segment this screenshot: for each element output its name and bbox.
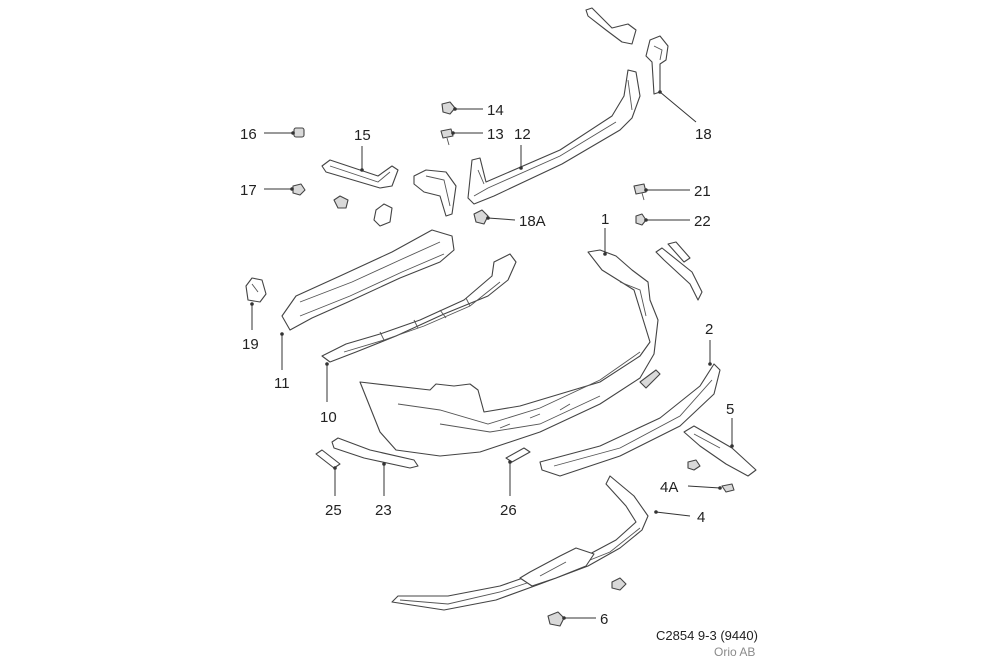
- part-25-strip: [315, 449, 341, 469]
- side-bracket-left: [413, 169, 457, 217]
- part-17-clip: [292, 183, 306, 196]
- reflector-strip-right: [639, 369, 661, 389]
- part-23-strip: [331, 437, 419, 469]
- leader-lines: [251, 91, 733, 619]
- part-16-clip: [293, 127, 305, 138]
- callout-2: 2: [705, 321, 713, 338]
- part-13-screw: [440, 128, 454, 146]
- part-15-side-strip: [321, 159, 399, 189]
- callout-1: 1: [601, 211, 609, 228]
- clip-small-a: [333, 195, 349, 209]
- part-4a-nut-upper: [687, 459, 701, 471]
- callout-22: 22: [694, 213, 711, 230]
- leader-dots: [250, 90, 734, 620]
- clip-valance-small: [611, 577, 627, 591]
- part-18a-nut: [473, 209, 489, 225]
- clip-bracket-b: [373, 203, 393, 227]
- callout-labels: 16 17 15 14 13 12 18 18A 21 22 1 2 5 19 …: [240, 102, 734, 628]
- callout-10: 10: [320, 409, 337, 426]
- callout-4a: 4A: [660, 479, 678, 496]
- diagram-code-caption: C2854 9-3 (9440): [656, 628, 758, 643]
- callout-6: 6: [600, 611, 608, 628]
- callout-19: 19: [242, 336, 259, 353]
- callout-26: 26: [500, 502, 517, 519]
- copyright-owner-caption: Orio AB: [714, 645, 756, 659]
- callout-4: 4: [697, 509, 705, 526]
- callout-17: 17: [240, 182, 257, 199]
- part-14-clip: [441, 101, 456, 115]
- side-trim-right: [655, 241, 703, 301]
- part-1-bumper-cover: [359, 249, 659, 457]
- callout-5: 5: [726, 401, 734, 418]
- callout-25: 25: [325, 502, 342, 519]
- callout-14: 14: [487, 102, 504, 119]
- callout-21: 21: [694, 183, 711, 200]
- callout-18a: 18A: [519, 213, 546, 230]
- part-11-energy-absorber: [281, 229, 455, 331]
- part-22-nut: [635, 213, 647, 226]
- part-4-lower-valance: [391, 475, 649, 611]
- part-10-lower-absorber: [321, 253, 517, 363]
- callout-23: 23: [375, 502, 392, 519]
- part-21-screw: [633, 183, 647, 201]
- callout-18: 18: [695, 126, 712, 143]
- callout-13: 13: [487, 126, 504, 143]
- part-6-clip: [547, 611, 565, 627]
- part-5-bracket: [683, 425, 757, 477]
- part-12-reinforcement-beam: [467, 69, 641, 205]
- part-18-bracket-top: [585, 7, 669, 95]
- callout-11: 11: [274, 375, 290, 392]
- callout-15: 15: [354, 127, 371, 144]
- part-2-lower-trim: [539, 363, 721, 477]
- callout-12: 12: [514, 126, 531, 143]
- part-19-bracket: [245, 277, 267, 303]
- part-4a-nut-lower: [721, 483, 735, 493]
- part-26-strip: [505, 447, 531, 463]
- callout-16: 16: [240, 126, 257, 143]
